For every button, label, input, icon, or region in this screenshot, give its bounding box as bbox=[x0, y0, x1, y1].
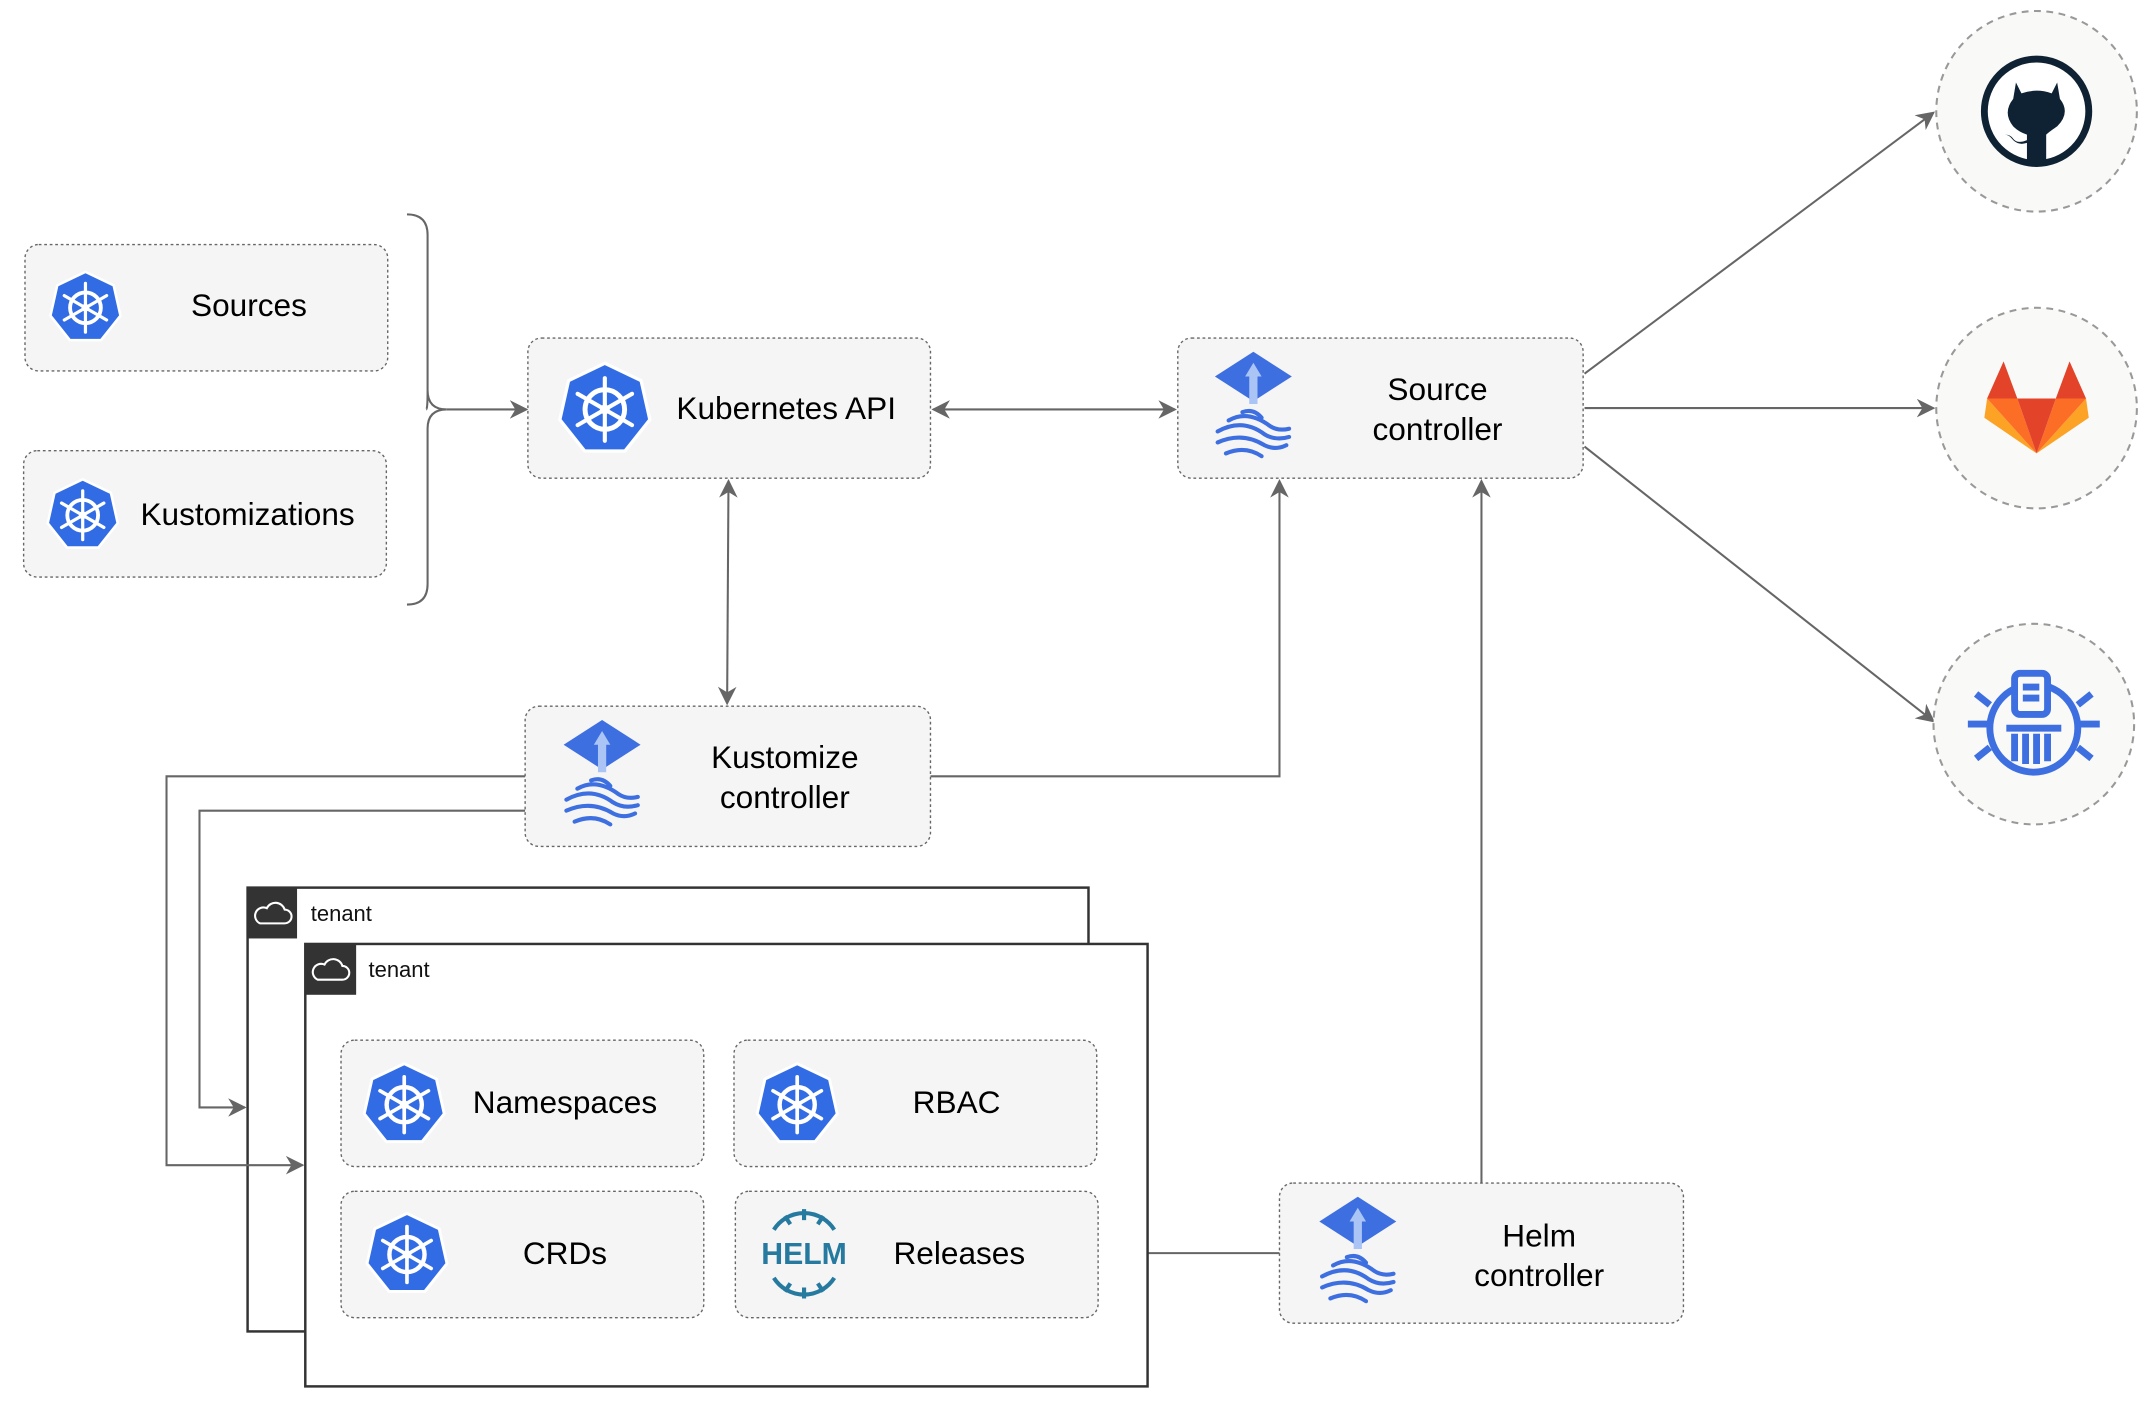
edge-kustomize-to-source bbox=[930, 479, 1289, 778]
node-label: Kubernetes API bbox=[676, 390, 896, 426]
helm-icon: HELM bbox=[761, 1209, 847, 1299]
edge-source-to-github bbox=[1583, 111, 1935, 375]
node-source-controller[interactable]: Source controller bbox=[1177, 337, 1584, 479]
node-kustomize-controller[interactable]: Kustomize controller bbox=[524, 705, 932, 848]
node-label: RBAC bbox=[913, 1084, 1001, 1120]
github-source[interactable] bbox=[1935, 9, 2138, 213]
node-label: Releases bbox=[893, 1235, 1025, 1271]
gitlab-icon bbox=[1984, 361, 2089, 454]
node-label: Helm bbox=[1502, 1217, 1576, 1253]
node-releases[interactable]: HELM Releases bbox=[734, 1190, 1099, 1319]
node-rbac[interactable]: RBAC bbox=[733, 1039, 1098, 1168]
node-label: Kustomize bbox=[711, 739, 858, 775]
edge-k8s-api-kustomize-controller bbox=[717, 479, 738, 706]
tenant-label: tenant bbox=[369, 957, 430, 982]
node-helm-controller[interactable]: Helm controller bbox=[1278, 1182, 1685, 1324]
edge-kustomize-to-tenant-back bbox=[198, 809, 526, 1117]
node-label: controller bbox=[1474, 1257, 1604, 1293]
node-label: controller bbox=[720, 779, 850, 815]
node-namespaces[interactable]: Namespaces bbox=[340, 1039, 705, 1168]
node-label: Source bbox=[1387, 371, 1487, 407]
node-sources[interactable]: Sources bbox=[24, 243, 389, 372]
node-kustomizations[interactable]: Kustomizations bbox=[22, 449, 388, 578]
tenant-label: tenant bbox=[311, 901, 372, 926]
bracket bbox=[406, 213, 447, 606]
node-label: Kustomizations bbox=[140, 496, 354, 532]
node-label: CRDs bbox=[523, 1235, 607, 1271]
github-icon bbox=[1980, 55, 2093, 167]
gitlab-source[interactable] bbox=[1935, 306, 2138, 510]
edge-source-to-bucket bbox=[1583, 445, 1935, 723]
cloud-icon bbox=[254, 901, 293, 925]
node-label: controller bbox=[1373, 411, 1503, 447]
bucket-icon bbox=[1967, 669, 2100, 776]
node-crds[interactable]: CRDs bbox=[340, 1190, 705, 1319]
cloud-icon bbox=[311, 958, 351, 981]
node-kubernetes-api[interactable]: Kubernetes API bbox=[527, 337, 932, 479]
bucket-source[interactable] bbox=[1932, 622, 2136, 826]
node-label: Sources bbox=[191, 287, 307, 323]
node-label: Namespaces bbox=[473, 1084, 657, 1120]
edge-kustomize-to-tenant-front bbox=[165, 775, 526, 1175]
helm-logo-text: HELM bbox=[761, 1238, 847, 1271]
